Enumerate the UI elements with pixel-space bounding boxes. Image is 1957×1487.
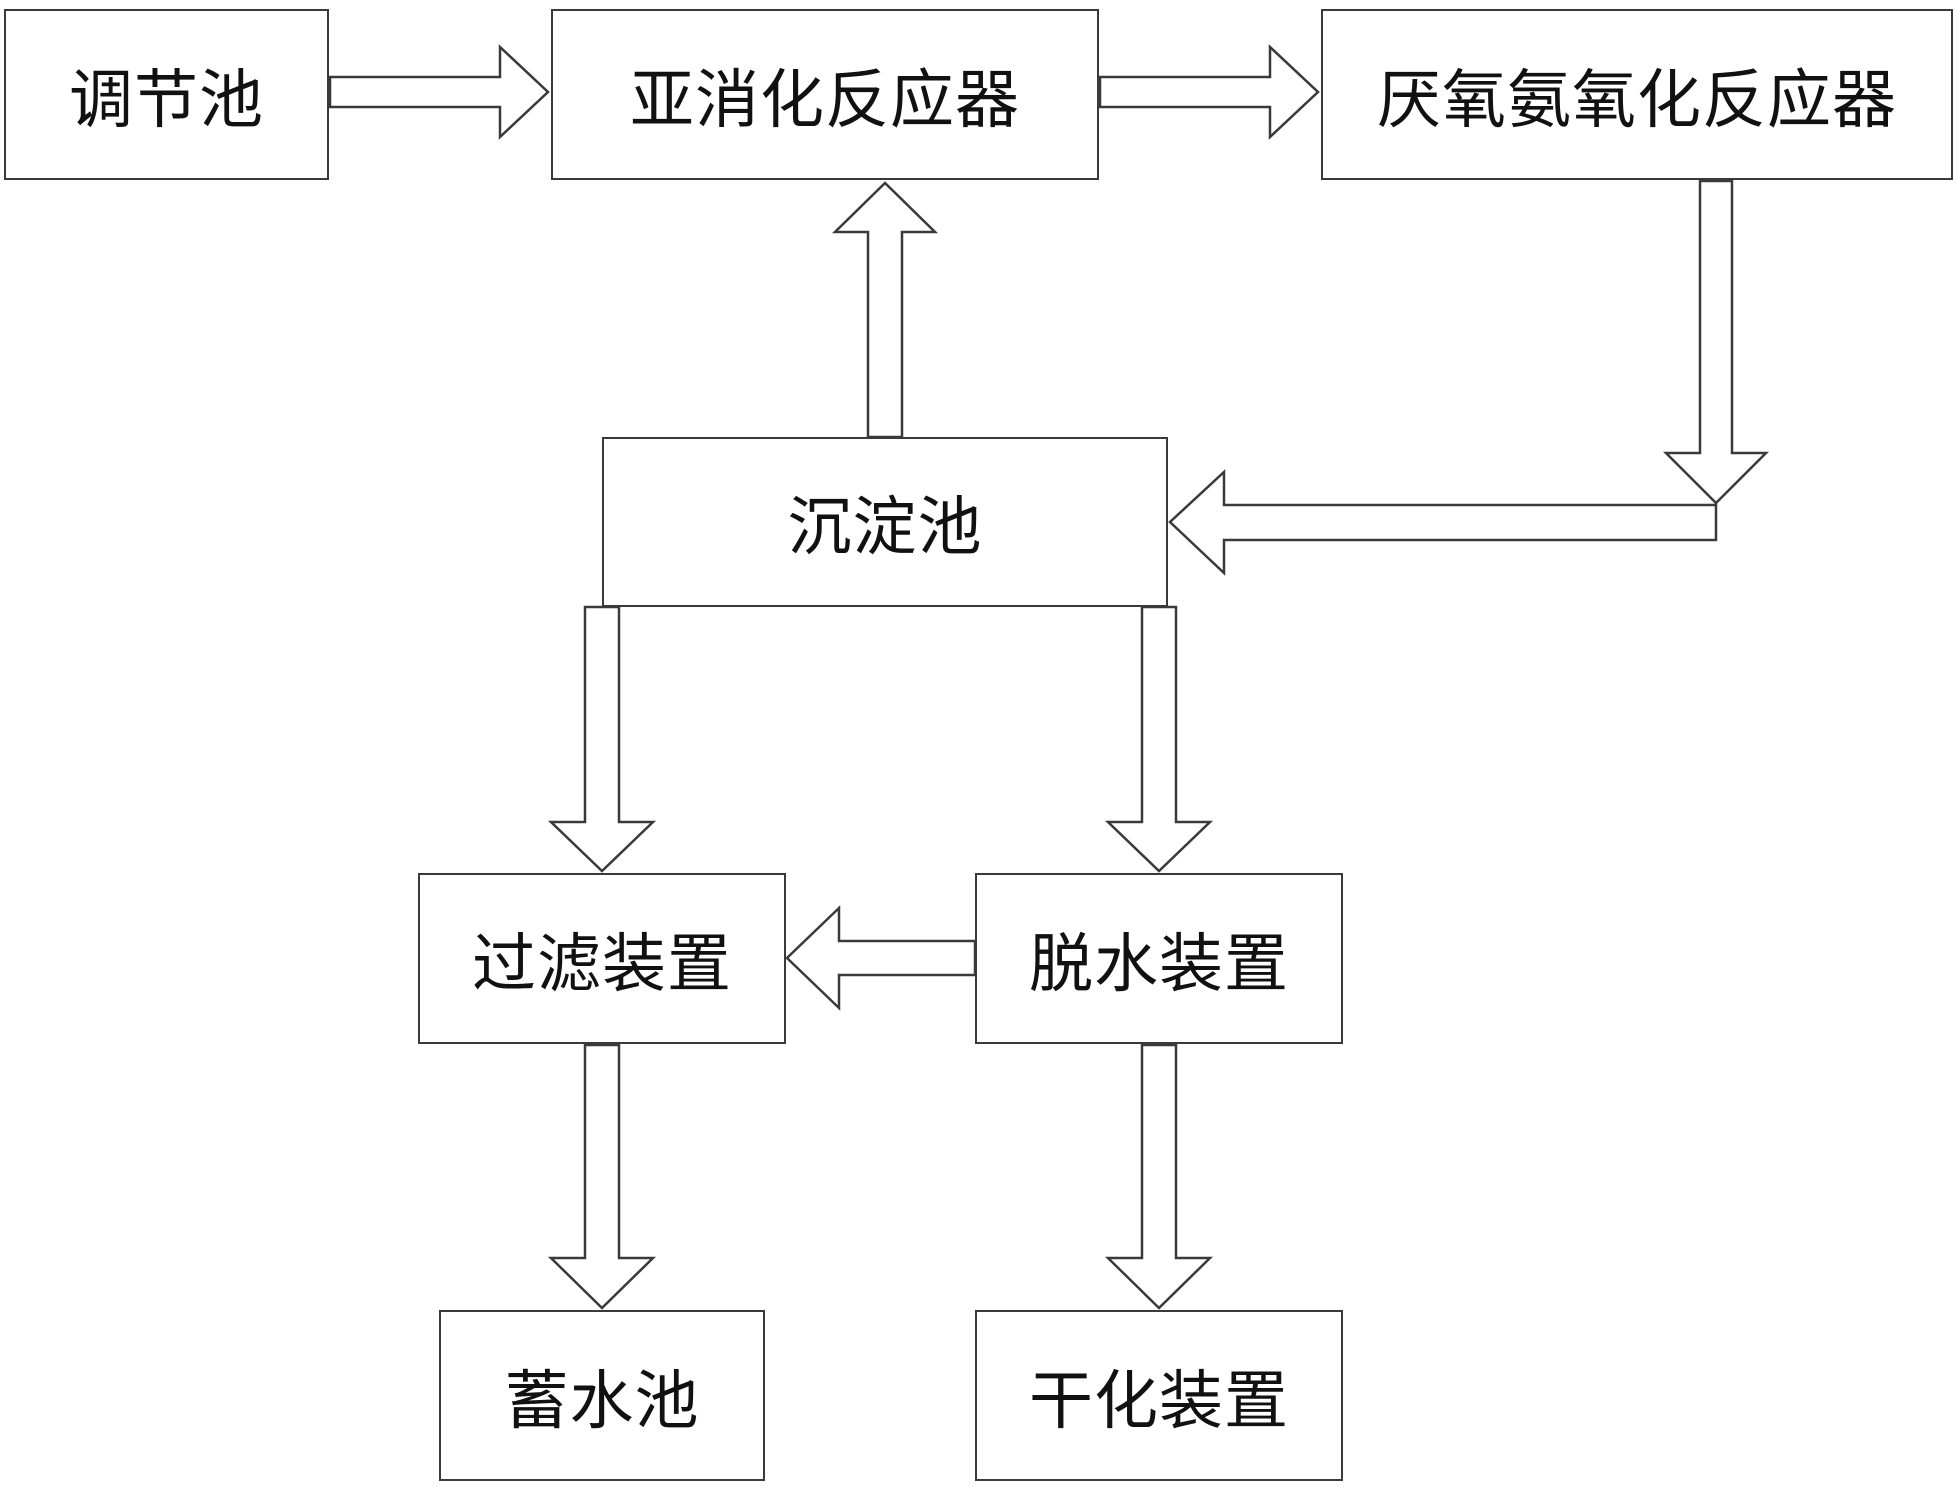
filtration-device-label: 过滤装置: [472, 927, 732, 1002]
storage-tank-box: 蓄水池: [439, 1310, 765, 1481]
nitritation-reactor-label: 亚消化反应器: [630, 63, 1020, 138]
anammox-reactor-box: 厌氧氨氧化反应器: [1321, 9, 1953, 180]
regulating-tank-label: 调节池: [69, 63, 264, 138]
arrow-sedimentation-to-filtration: [547, 605, 657, 873]
arrow-dewatering-to-drying: [1104, 1043, 1214, 1310]
dewatering-device-box: 脱水装置: [975, 873, 1343, 1044]
nitritation-reactor-box: 亚消化反应器: [551, 9, 1099, 180]
arrow-filtration-to-storage: [547, 1043, 657, 1310]
drying-device-box: 干化装置: [975, 1310, 1343, 1481]
storage-tank-label: 蓄水池: [504, 1364, 700, 1439]
sedimentation-tank-box: 沉淀池: [602, 437, 1168, 607]
arrow-nitritation-to-anammox: [1098, 44, 1320, 140]
arrow-sedimentation-to-dewatering: [1104, 605, 1214, 873]
arrow-sedimentation-to-nitritation: [831, 181, 939, 439]
regulating-tank-box: 调节池: [4, 9, 329, 180]
drying-device-label: 干化装置: [1029, 1364, 1289, 1439]
arrow-anammox-to-sedimentation-left: [1168, 469, 1718, 576]
arrow-regulating-to-nitritation: [328, 44, 550, 140]
arrow-anammox-to-sedimentation: [1662, 179, 1770, 505]
anammox-reactor-label: 厌氧氨氧化反应器: [1377, 63, 1897, 138]
filtration-device-box: 过滤装置: [418, 873, 786, 1044]
arrow-dewatering-to-filtration: [785, 905, 977, 1011]
dewatering-device-label: 脱水装置: [1029, 927, 1289, 1002]
sedimentation-tank-label: 沉淀池: [787, 491, 983, 565]
